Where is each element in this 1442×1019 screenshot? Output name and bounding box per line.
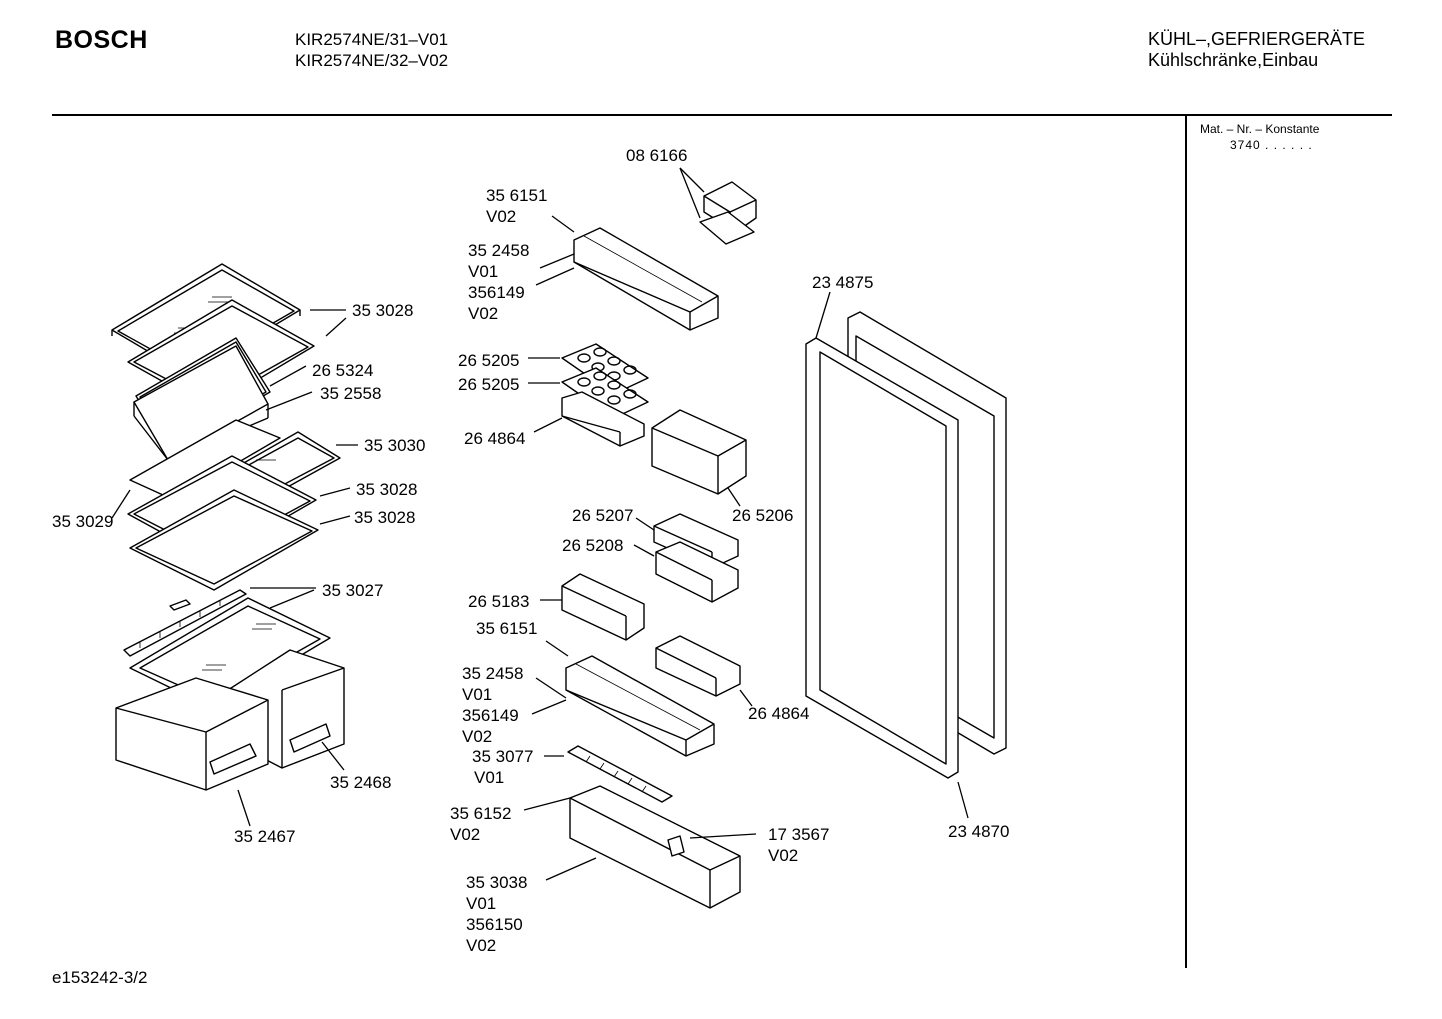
part-label-353077: 35 3077 [472,747,533,766]
part-label-265183: 26 5183 [468,592,529,611]
part-label-264864: 26 4864 [748,704,809,723]
part-label-356150: 356150 [466,915,523,934]
small-bin-d [655,635,741,697]
mat-nr-value: 3740 . . . . . . [1230,138,1313,152]
part-version: V02 [486,207,516,226]
part-label-265324: 26 5324 [312,361,373,380]
brand-logo: BOSCH [55,26,148,54]
part-label-352458: 35 2458 [462,664,523,683]
butter-box [699,181,757,245]
part-label-352468: 35 2468 [330,773,391,792]
drawing-id: e153242-3/2 [52,968,148,987]
door-bin-middle [565,655,715,757]
door-bin-top [573,227,719,331]
part-label-234875: 23 4875 [812,273,873,292]
category-title: KÜHL–,GEFRIERGERÄTE [1148,29,1366,49]
part-version: V01 [468,262,498,281]
part-version: V01 [466,894,496,913]
crisper-drawer-left [115,677,269,791]
part-version: V02 [462,727,492,746]
part-label-352458: 35 2458 [468,241,529,260]
part-labels: 08 6166 35 6151 V02 35 2458 V01 356149 V… [52,146,1009,955]
part-label-265208: 26 5208 [562,536,623,555]
model-number-1: KIR2574NE/31–V01 [295,30,449,49]
door-bin-bottom [569,785,741,909]
part-label-234870: 23 4870 [948,822,1009,841]
part-label-353030: 35 3030 [364,436,425,455]
leader-lines [111,167,969,881]
part-label-173567: 17 3567 [768,825,829,844]
part-label-353028: 35 3028 [354,508,415,527]
part-version: V02 [768,846,798,865]
part-label-356149: 356149 [462,706,519,725]
deep-bin [651,409,747,495]
mat-nr-label: Mat. – Nr. – Konstante [1200,122,1320,136]
part-label-352558: 35 2558 [320,384,381,403]
part-label-356152: 35 6152 [450,804,511,823]
part-label-265205: 26 5205 [458,375,519,394]
part-label-356151: 35 6151 [486,186,547,205]
part-version: V02 [450,825,480,844]
part-version: V01 [462,685,492,704]
part-label-353028: 35 3028 [356,480,417,499]
glass-shelf-4 [129,489,319,591]
small-bin-b [655,541,739,603]
part-label-353028: 35 3028 [352,301,413,320]
bottle-rack [567,745,673,803]
part-label-352467: 35 2467 [234,827,295,846]
header-rule [52,114,1392,116]
part-label-265206: 26 5206 [732,506,793,525]
part-label-265205: 26 5205 [458,351,519,370]
part-label-353027: 35 3027 [322,581,383,600]
part-version: V02 [468,304,498,323]
part-label-356151: 35 6151 [476,619,537,638]
egg-bin [561,391,645,447]
sidebar-divider [1185,116,1187,968]
part-label-086166: 08 6166 [626,146,687,165]
part-version: V02 [466,936,496,955]
part-version: V01 [474,768,504,787]
part-label-353029: 35 3029 [52,512,113,531]
category-subtitle: Kühlschränke,Einbau [1148,50,1319,70]
small-bin-c [561,573,645,641]
part-label-356149: 356149 [468,283,525,302]
model-number-2: KIR2574NE/32–V02 [295,51,449,70]
part-label-265207: 26 5207 [572,506,633,525]
part-label-353038: 35 3038 [466,873,527,892]
part-label-264864: 26 4864 [464,429,525,448]
